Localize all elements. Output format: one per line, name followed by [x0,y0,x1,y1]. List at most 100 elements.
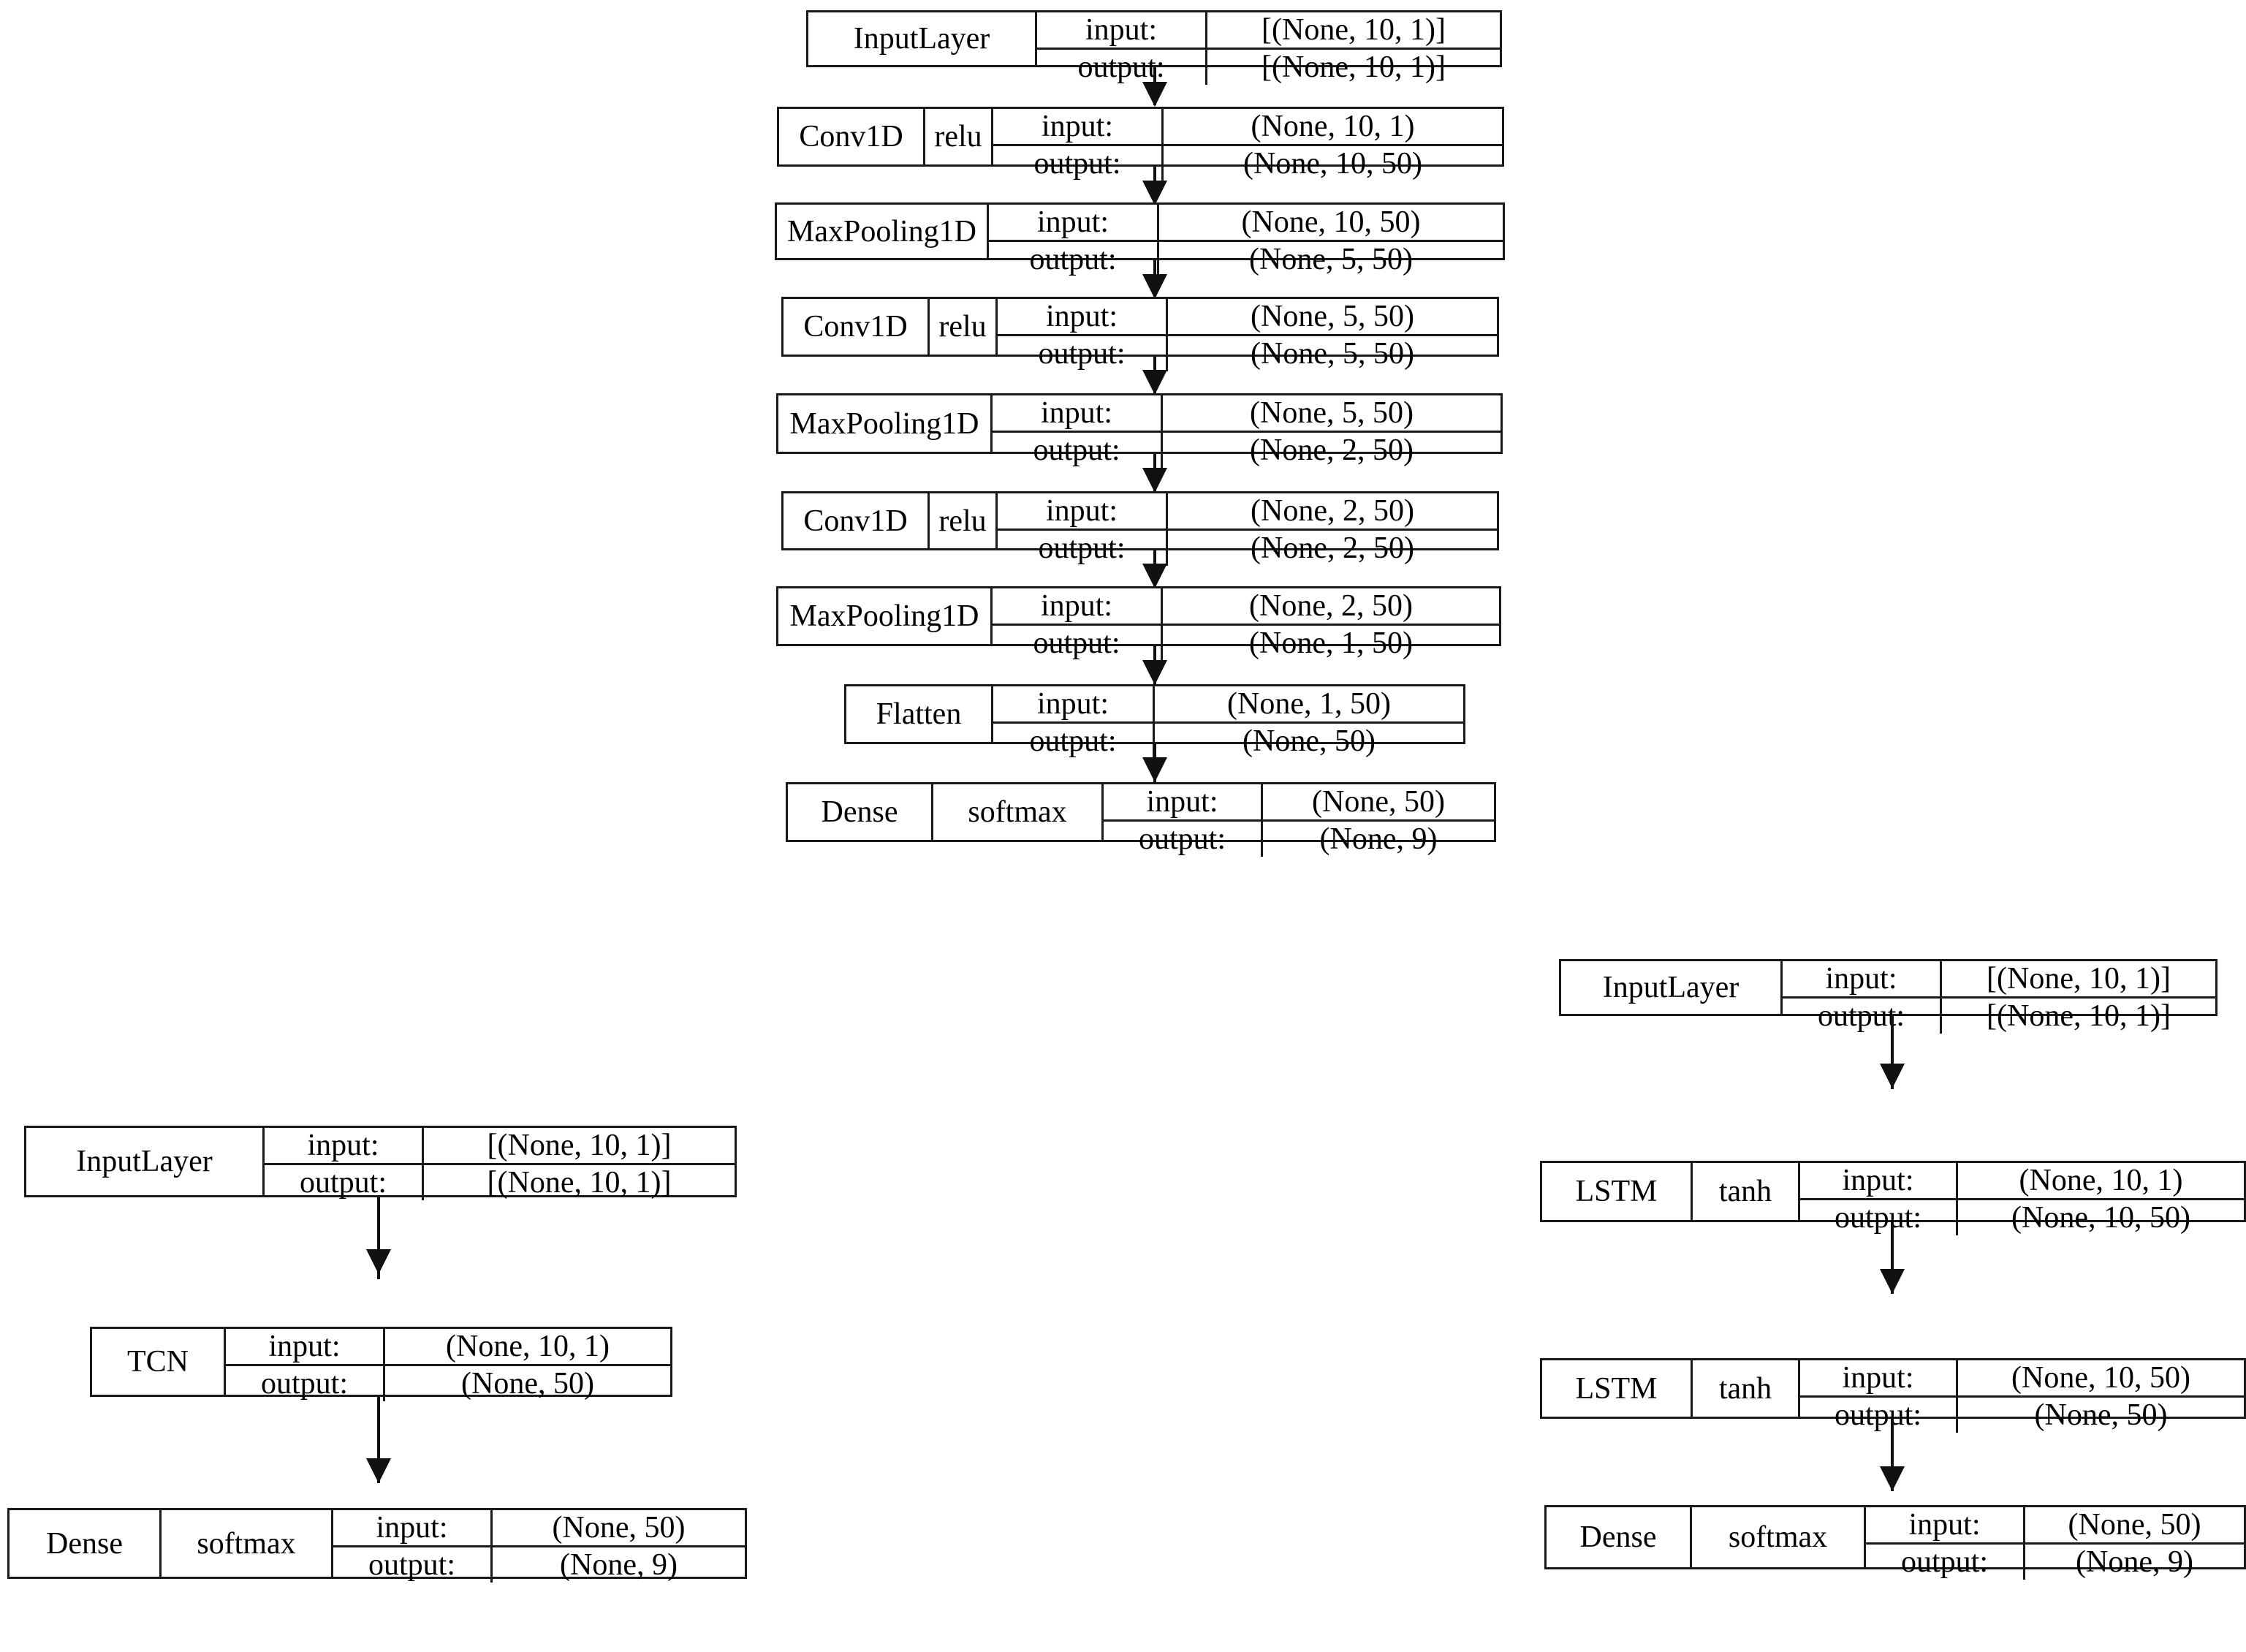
output-shape-value: [(None, 10, 1)] [422,1165,735,1200]
input-label: input: [1842,1361,1914,1395]
input-shape-value: (None, 1, 50) [1153,686,1463,721]
io-row-input: input: (None, 2, 50) [998,493,1497,528]
io-block: input: (None, 50) output: (None, 9) [1864,1507,2244,1580]
layer-node-cnn-conv1d-1: Conv1D relu input: (None, 10, 1) output:… [777,107,1504,181]
output-label: output: [1029,243,1117,276]
input-label: input: [307,1129,379,1162]
layer-node-cnn-maxpool-1: MaxPooling1D input: (None, 10, 50) outpu… [775,202,1505,277]
output-shape-value: (None, 10, 50) [1161,146,1502,181]
input-label: input: [1842,1164,1914,1197]
io-block: input: (None, 50) output: (None, 9) [1101,784,1494,857]
output-label: output: [1900,1545,1988,1579]
activation-label: tanh [1691,1163,1798,1220]
activation-label: softmax [159,1510,331,1577]
output-shape-value: (None, 5, 50) [1166,336,1497,371]
input-label: input: [1908,1508,1981,1542]
io-block: input: (None, 1, 50) output: (None, 50) [991,686,1463,759]
output-shape-value: [(None, 10, 1)] [1205,50,1500,85]
io-row-input: input: (None, 50) [1104,784,1494,819]
activation-label: relu [927,493,995,548]
io-row-input: input: (None, 50) [333,1510,745,1545]
arrowhead-tcn-2 [366,1458,391,1483]
io-row-output: output: [(None, 10, 1)] [1783,996,2215,1034]
layer-node-lstm-inputlayer: InputLayer input: [(None, 10, 1)] output… [1559,959,2217,1034]
layer-type-label: InputLayer [853,22,990,56]
output-shape-value: (None, 1, 50) [1161,626,1499,661]
input-shape-value: [(None, 10, 1)] [422,1128,735,1163]
input-shape-value: [(None, 10, 1)] [1940,961,2215,996]
io-row-input: input: (None, 10, 50) [1800,1360,2244,1395]
io-block: input: (None, 10, 1) output: (None, 10, … [1798,1163,2244,1235]
input-label: input: [1041,110,1113,143]
layer-node-cnn-inputlayer: InputLayer input: [(None, 10, 1)] output… [806,10,1502,85]
io-block: input: (None, 10, 50) output: (None, 50) [1798,1360,2244,1433]
output-shape-value: (None, 50) [1956,1398,2244,1433]
io-row-output: output: [(None, 10, 1)] [1037,48,1500,85]
io-row-output: output: [(None, 10, 1)] [265,1163,735,1200]
output-label: output: [1033,433,1120,467]
layer-type-label: LSTM [1575,1175,1658,1208]
layer-type-label: Conv1D [799,120,903,154]
output-label: output: [260,1367,348,1401]
io-row-output: output: (None, 50) [1800,1395,2244,1433]
layer-type-label: TCN [127,1345,189,1379]
io-block: input: (None, 10, 50) output: (None, 5, … [987,205,1503,277]
output-label: output: [1029,724,1117,758]
arrowhead-cnn-5 [1142,468,1167,493]
io-row-output: output: (None, 1, 50) [993,624,1499,661]
output-label: output: [1817,999,1905,1033]
io-block: input: (None, 5, 50) output: (None, 5, 5… [995,299,1497,371]
io-row-output: output: (None, 9) [1866,1542,2244,1580]
layer-type-label: MaxPooling1D [786,214,976,249]
layer-type-label: Dense [46,1526,123,1561]
input-shape-value: (None, 5, 50) [1166,299,1497,334]
output-shape-value: (None, 2, 50) [1166,531,1497,566]
io-block: input: [(None, 10, 1)] output: [(None, 1… [1780,961,2215,1034]
input-shape-value: (None, 2, 50) [1166,493,1497,528]
input-shape-value: (None, 10, 1) [1956,1163,2244,1198]
io-block: input: (None, 2, 50) output: (None, 1, 5… [990,588,1499,661]
output-shape-value: (None, 2, 50) [1161,433,1501,468]
output-label: output: [299,1166,387,1200]
io-block: input: (None, 10, 1) output: (None, 10, … [991,109,1502,181]
output-label: output: [368,1548,455,1582]
layer-type-label: Flatten [876,697,962,731]
input-label: input: [1036,205,1109,239]
input-label: input: [1825,962,1897,996]
io-row-input: input: [(None, 10, 1)] [1037,12,1500,48]
io-row-input: input: (None, 2, 50) [993,588,1499,624]
input-shape-value: (None, 10, 1) [1161,109,1502,144]
input-label: input: [1045,494,1118,528]
io-row-input: input: (None, 1, 50) [993,686,1463,721]
layer-type-label: Dense [821,795,898,829]
activation-label: softmax [931,784,1101,840]
layer-node-lstm-dense: Dense softmax input: (None, 50) output: … [1544,1505,2246,1580]
output-label: output: [1138,822,1226,856]
arrowhead-cnn-6 [1142,564,1167,588]
layer-type-label: MaxPooling1D [789,599,979,633]
output-shape-value: [(None, 10, 1)] [1940,999,2215,1034]
io-row-output: output: (None, 2, 50) [998,528,1497,566]
input-shape-value: (None, 10, 50) [1956,1360,2244,1395]
io-row-output: output: (None, 2, 50) [993,431,1501,468]
io-row-output: output: (None, 9) [1104,819,1494,857]
input-label: input: [1085,13,1157,47]
activation-label: tanh [1691,1360,1798,1417]
edge-lstm-input-to-lstm1 [1891,1016,1894,1089]
edge-tcn-tcn-to-dense [377,1397,380,1483]
io-row-output: output: (None, 10, 50) [993,144,1502,181]
output-shape-value: (None, 50) [1153,724,1463,759]
layer-node-cnn-conv1d-2: Conv1D relu input: (None, 5, 50) output:… [781,297,1499,371]
arrowhead-cnn-1 [1142,82,1167,107]
output-shape-value: (None, 9) [1261,822,1494,857]
io-block: input: (None, 2, 50) output: (None, 2, 5… [995,493,1497,566]
arrowhead-lstm-3 [1880,1466,1905,1491]
output-label: output: [1033,147,1121,181]
input-label: input: [1036,687,1109,721]
io-block: input: (None, 50) output: (None, 9) [331,1510,745,1583]
layer-type-label: LSTM [1575,1371,1658,1406]
input-shape-value: (None, 2, 50) [1161,588,1499,624]
io-row-input: input: (None, 10, 1) [226,1329,670,1364]
output-shape-value: (None, 9) [2023,1545,2244,1580]
